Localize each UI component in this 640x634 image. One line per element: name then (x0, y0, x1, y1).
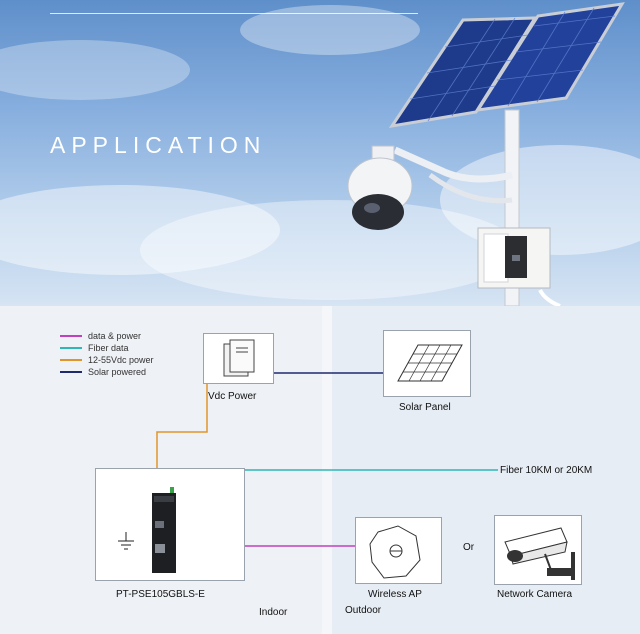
wireless-ap-box (355, 517, 442, 584)
network-camera-label: Network Camera (497, 589, 573, 600)
wireless-ap-label: Wireless AP (368, 589, 422, 600)
switch-box (95, 468, 245, 581)
legend-label: data & power (88, 331, 142, 341)
banner-illustration (0, 2, 640, 306)
banner-rule (50, 13, 418, 14)
bullet-camera-icon (504, 527, 575, 580)
solar-panel-photo (388, 2, 625, 129)
vdc-power-label: Vdc Power (208, 391, 257, 402)
outdoor-label: Outdoor (345, 605, 382, 616)
legend-swatch (60, 359, 82, 361)
or-label: Or (463, 542, 475, 553)
cloud (0, 40, 190, 100)
vdc-power-box (203, 333, 274, 384)
cloud (240, 5, 420, 55)
camera-arm (393, 146, 513, 183)
cloud (140, 200, 520, 300)
fiber-label: Fiber 10KM or 20KM (500, 465, 593, 476)
legend-item: data & power (60, 330, 154, 342)
power-supply-icon (223, 339, 255, 377)
legend-swatch (60, 371, 82, 373)
legend: data & power Fiber data 12-55Vdc power S… (60, 330, 154, 378)
solar-panel-label: Solar Panel (399, 402, 451, 413)
dome-camera-photo (347, 145, 413, 230)
indoor-label: Indoor (259, 607, 288, 618)
cloud (0, 185, 280, 275)
network-camera-box (494, 515, 582, 585)
solar-panel-icon (397, 344, 463, 382)
legend-item: Solar powered (60, 366, 154, 378)
switch-model-label: PT-PSE105GBLS-E (116, 589, 205, 600)
legend-item: Fiber data (60, 342, 154, 354)
cloud (440, 145, 640, 255)
enclosure-photo (477, 227, 561, 306)
poe-switch-icon (118, 487, 176, 573)
legend-swatch (60, 347, 82, 349)
legend-item: 12-55Vdc power (60, 354, 154, 366)
legend-label: 12-55Vdc power (88, 355, 154, 365)
legend-swatch (60, 335, 82, 337)
banner-title: APPLICATION (50, 132, 267, 158)
legend-label: Solar powered (88, 367, 147, 377)
wireless-ap-icon (369, 525, 421, 579)
dc-power-line (156, 380, 208, 468)
solar-panel-box (383, 330, 471, 397)
legend-label: Fiber data (88, 343, 129, 353)
application-banner: APPLICATION (0, 0, 640, 306)
